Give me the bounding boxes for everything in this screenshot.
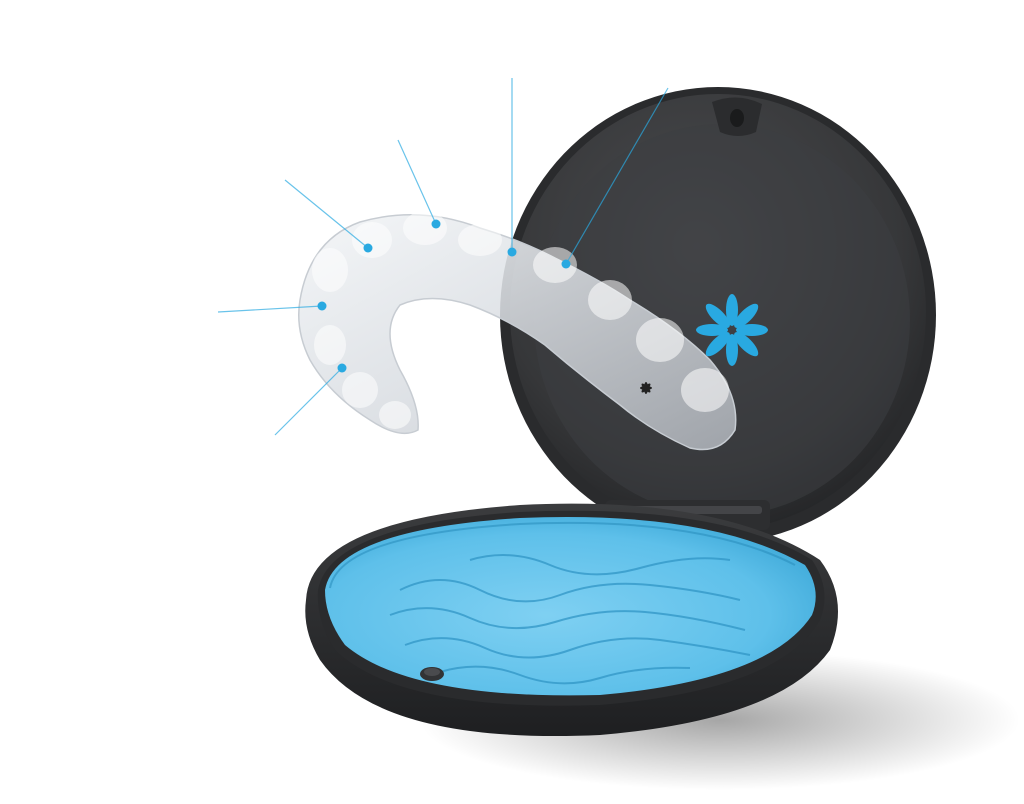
tray-wave-pattern [389,554,751,685]
callout-lines [217,78,669,436]
callout-6 [274,363,347,436]
aligner-logo-icon [640,382,652,394]
flower-icon [696,294,768,366]
callout-5 [217,301,327,313]
callout-4 [561,87,669,269]
case-tray-insert [325,516,816,696]
clear-aligner [298,211,737,451]
callout-2 [397,139,441,229]
callout-1 [284,179,373,253]
callout-3 [507,78,517,257]
